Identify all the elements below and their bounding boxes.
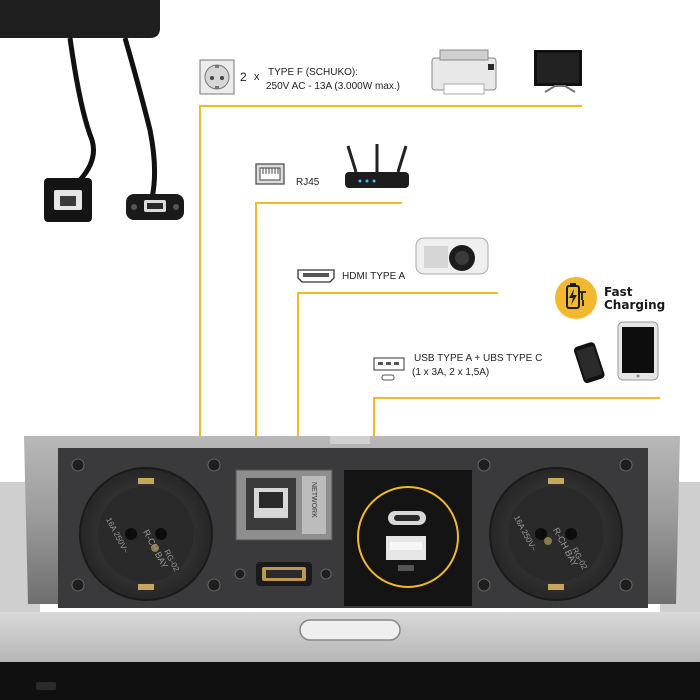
schuko-socket-icon	[199, 59, 235, 95]
hdmi-port-icon	[297, 269, 335, 283]
rj45-module	[235, 469, 333, 541]
schuko-leader-line	[199, 105, 582, 498]
tv-icon	[534, 50, 582, 93]
right-schuko-socket	[489, 467, 623, 601]
hdmi-label: HDMI TYPE A	[342, 271, 406, 282]
usb-spec: (1 x 3A, 2 x 1,5A)	[412, 367, 490, 378]
smartphone-icon	[573, 342, 605, 384]
tablet-icon	[617, 321, 659, 381]
hdmi-extension-cable-icon	[126, 194, 184, 220]
projector-icon	[415, 237, 489, 275]
rj45-leader-line	[255, 202, 402, 512]
rj45-port-icon	[255, 163, 285, 185]
network-label: NETWORK	[310, 482, 317, 518]
schuko-count: 2	[240, 70, 247, 84]
printer-icon	[431, 49, 497, 95]
desk-frame	[0, 482, 700, 700]
fast-charging-line2: Charging	[604, 298, 666, 312]
usb-title: USB TYPE A + UBS TYPE C	[414, 353, 543, 364]
hdmi-module	[256, 562, 312, 586]
fast-charging-line1: Fast	[604, 285, 633, 299]
router-icon	[345, 144, 409, 188]
fast-charging-label: Fast Charging	[604, 286, 665, 312]
schuko-multiplier: x	[254, 71, 260, 83]
schuko-spec: 250V AC - 13A (3.000W max.)	[266, 81, 400, 92]
battery-charging-icon	[555, 277, 597, 319]
cable-housing	[0, 0, 160, 199]
usb-module	[344, 470, 472, 606]
rj45-extension-cable-icon	[44, 178, 92, 222]
schuko-title: TYPE F (SCHUKO):	[268, 67, 359, 78]
rj45-label: RJ45	[296, 177, 320, 188]
left-schuko-socket	[79, 467, 213, 601]
usb-port-icon	[373, 357, 405, 381]
